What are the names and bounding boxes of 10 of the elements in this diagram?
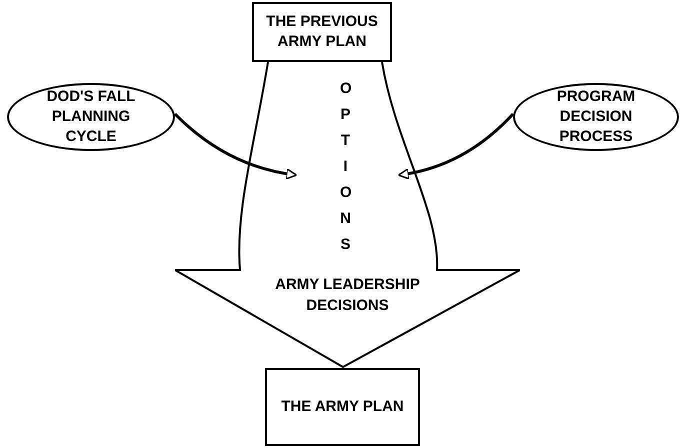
- rectangle-node: [252, 2, 392, 62]
- rectangle-node: [265, 368, 420, 446]
- curved-arrow: [174, 112, 298, 180]
- node-text: THE PREVIOUS ARMY PLAN: [265, 12, 379, 52]
- node-text: DOD'S FALL PLANNING CYCLE: [46, 87, 136, 147]
- node-text: PROGRAM DECISION PROCESS: [556, 87, 636, 147]
- vertical-text: OPTIONS: [340, 79, 351, 255]
- node-text: THE ARMY PLAN: [281, 397, 404, 417]
- node-text: ARMY LEADERSHIP DECISIONS: [274, 275, 421, 316]
- curved-arrow: [398, 112, 514, 180]
